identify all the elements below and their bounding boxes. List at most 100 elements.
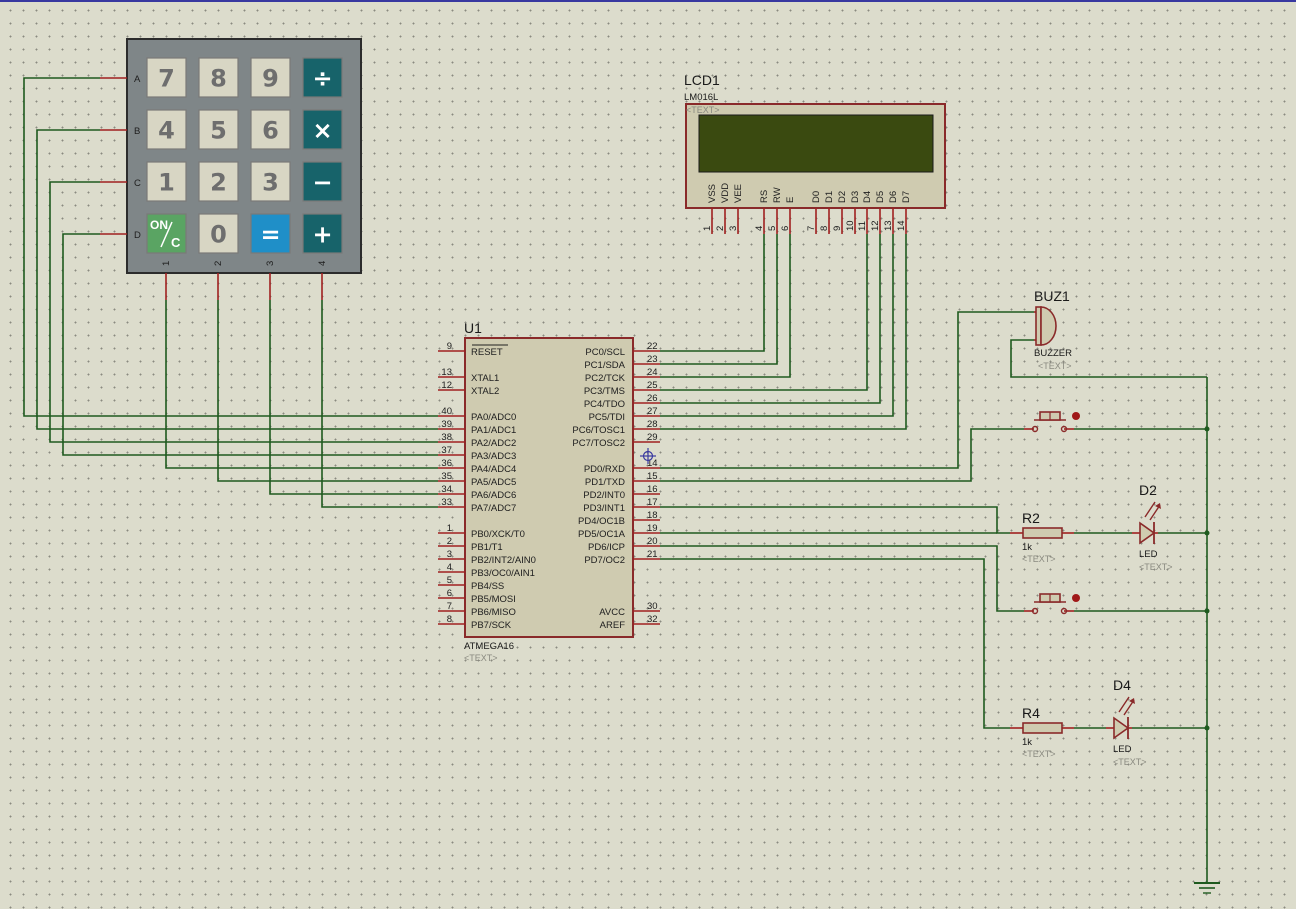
mcu-pin: PD5/OC1A 19 [578,523,660,540]
microcontroller[interactable]: U1 ATMEGA16 <TEXT> RESET9XTAL113XTAL212P… [438,320,660,663]
mcu-pin-name: PB3/OC0/AIN1 [471,568,535,579]
keypad-key[interactable]: − [302,161,343,202]
keypad-key[interactable]: ÷ [302,57,343,98]
keypad-key[interactable]: 0 [198,213,239,254]
keypad-row-label: D [134,230,141,241]
buzzer[interactable]: BUZ1 BUZZER <TEXT> [1034,288,1072,371]
mcu-pin: PB1/T12 [438,536,503,553]
mcu-pin-number: 27 [647,406,658,417]
lcd-pin: D07 [806,191,822,234]
lcd-pins: VSS1VDD2VEE3RS4RW5E6D07D18D29D310D411D51… [702,183,912,234]
mcu-pin-name: PC0/SCL [585,347,625,358]
mcu-pin-number: 12 [441,380,452,391]
lcd-screen [698,114,934,173]
mcu-pin-number: 29 [647,432,658,443]
lcd-pin-name: VDD [720,183,731,203]
mcu-text: <TEXT> [464,653,498,663]
mcu-pin: PB0/XCK/T0 1 [438,523,525,540]
lcd-pin-name: D7 [901,191,912,203]
keypad-key[interactable]: 1 [146,161,187,202]
keypad-key[interactable]: 3 [250,161,291,202]
mcu-pin-name: PB0/XCK/T0 [471,529,525,540]
lcd-pin-number: 8 [819,226,830,231]
keypad-key[interactable]: 7 [146,57,187,98]
mcu-body [464,337,634,638]
lcd-pin-name: E [785,197,796,203]
keypad-key[interactable]: × [302,109,343,150]
keypad-key[interactable]: 5 [198,109,239,150]
mcu-pin-number: 28 [647,419,658,430]
keypad-key-label: 8 [210,65,227,93]
lcd-pin-number: 2 [715,226,726,231]
mcu-pin-number: 19 [647,523,658,534]
keypad-key[interactable]: 4 [146,109,187,150]
keypad-key-label: 2 [210,169,227,197]
mcu-pin-name: PD4/OC1B [578,516,625,527]
mcu-pin-name: PB1/T1 [471,542,503,553]
led-d4[interactable]: D4 LED <TEXT> [1106,677,1147,767]
mcu-pin-number: 22 [647,341,658,352]
pushbutton-2[interactable] [1024,593,1080,615]
mcu-pin-number: 1 [447,523,452,534]
keypad-key[interactable]: 9 [250,57,291,98]
keypad-key[interactable]: + [302,213,343,254]
mcu-pin-name: PA2/ADC2 [471,438,516,449]
mcu-pin-name: AREF [600,620,626,631]
mcu-pin-name: PA3/ADC3 [471,451,516,462]
mcu-pin: PC3/TMS 25 [584,380,660,397]
mcu-pin-number: 35 [441,471,452,482]
mcu-right-pins: PC0/SCL22PC1/SDA23PC2/TCK24PC3/TMS25PC4/… [572,341,660,631]
resistor-r2[interactable]: R2 1k <TEXT> [1010,510,1074,564]
keypad-key[interactable]: 6 [250,109,291,150]
mcu-pin-name: PB5/MOSI [471,594,516,605]
mcu-pin-name: PD2/INT0 [583,490,625,501]
mcu-pin-number: 23 [647,354,658,365]
lcd-pin-name: D1 [824,191,835,203]
mcu-pin-name: PD5/OC1A [578,529,626,540]
crosshair-probe-icon[interactable] [640,448,656,464]
r2-value: 1k [1022,542,1032,553]
mcu-pin: PC0/SCL 22 [585,341,660,358]
keypad-key[interactable]: 8 [198,57,239,98]
keypad-key-label: × [312,117,332,145]
d2-value: LED [1139,549,1158,560]
keypad-key[interactable]: = [250,213,291,254]
mcu-pin-number: 25 [647,380,658,391]
lcd-pin-number: 1 [702,226,713,231]
lcd-display[interactable]: LCD1 LM016L <TEXT> VSS1VDD2VEE3RS4RW5E6D… [684,72,946,234]
lcd-pin-number: 9 [832,226,843,231]
led-d2[interactable]: D2 LED <TEXT> [1132,482,1173,572]
mcu-pin-number: 3 [447,549,452,560]
mcu-pin-name: PC3/TMS [584,386,625,397]
r4-value: 1k [1022,737,1032,748]
resistor-r4[interactable]: R4 1k <TEXT> [1010,705,1074,759]
mcu-pin-number: 6 [447,588,452,599]
mcu-pin-name: PC4/TDO [584,399,625,410]
lcd-pin: E6 [780,197,796,234]
buzzer-text: <TEXT> [1038,361,1072,371]
lcd-pin-number: 14 [896,220,907,231]
mcu-pin-name: AVCC [599,607,625,618]
lcd-pin-number: 4 [754,226,765,231]
mcu-pin-number: 38 [441,432,452,443]
lcd-pin-name: D6 [888,191,899,203]
lcd-pin-number: 3 [728,226,739,231]
keypad-key-label: 0 [210,221,227,249]
lcd-value: LM016L [684,92,718,103]
mcu-pin-name: PD6/ICP [588,542,625,553]
lcd-pin-name: D2 [837,191,848,203]
keypad-key[interactable]: 2 [198,161,239,202]
keypad-key[interactable]: ONC [146,213,187,254]
pushbutton-1[interactable] [1024,411,1080,433]
